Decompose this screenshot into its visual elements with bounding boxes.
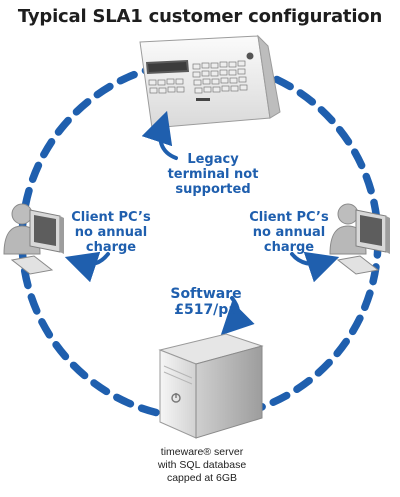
client-left-label-line3: charge [85, 240, 137, 255]
client-pc-icon [329, 203, 390, 275]
terminal-label-line2: terminal not [167, 167, 259, 182]
terminal-device-icon [139, 34, 281, 129]
software-label-line1: Software [170, 286, 242, 302]
client-left-label: Client PC’s no annual charge [66, 210, 156, 255]
diagram-title: Typical SLA1 customer configuration [17, 6, 383, 27]
server-caption: timeware® server with SQL database cappe… [140, 446, 264, 485]
client-right-label-line2: no annual [252, 225, 326, 240]
client-pc-icon [3, 203, 64, 275]
software-label: Software £517/pa [160, 286, 252, 318]
curved-arrow-icon [220, 296, 255, 336]
client-right-label: Client PC’s no annual charge [244, 210, 334, 255]
curved-arrow-icon [64, 251, 110, 283]
server-caption-line1: timeware® server [160, 446, 244, 458]
terminal-label-line1: Legacy [187, 152, 239, 167]
client-left-label-line1: Client PC’s [71, 210, 151, 225]
client-right-label-line1: Client PC’s [249, 210, 329, 225]
client-left-label-line2: no annual [74, 225, 148, 240]
curved-arrow-icon [141, 110, 178, 160]
curved-arrow-icon [290, 251, 340, 283]
server-caption-line2: with SQL database [157, 459, 247, 471]
terminal-label-line3: supported [175, 182, 251, 197]
software-label-line2: £517/pa [174, 302, 238, 318]
client-right-label-line3: charge [263, 240, 315, 255]
server-caption-line3: capped at 6GB [166, 472, 238, 484]
terminal-label: Legacy terminal not supported [150, 152, 276, 197]
server-tower-icon [158, 333, 264, 439]
